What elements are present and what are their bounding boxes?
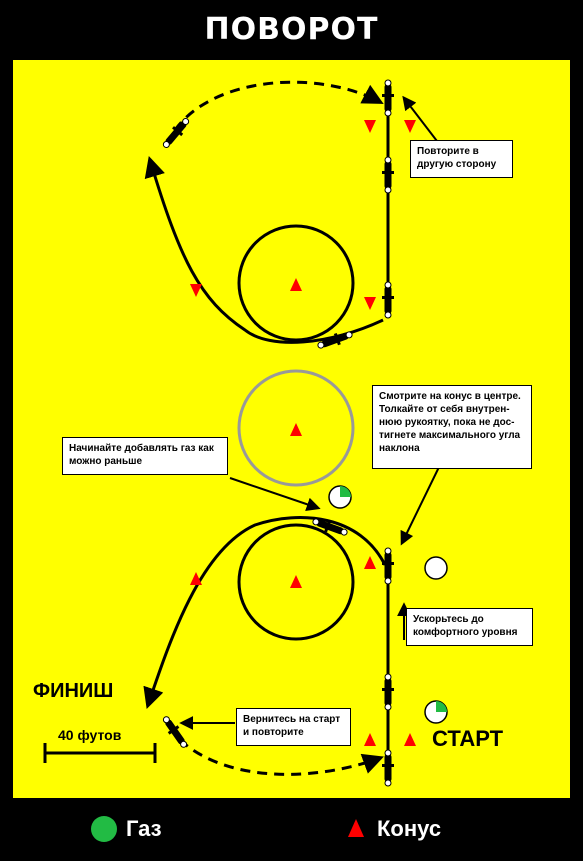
cone-top-lane xyxy=(364,297,376,310)
path-bottom-turn xyxy=(143,516,387,709)
cone-start-right xyxy=(404,733,416,746)
turn-circle-middle xyxy=(237,369,355,487)
note-add-throttle: Начинайте добавлять газ как можно раньше xyxy=(62,437,228,475)
motorcycle-return xyxy=(159,713,191,751)
path-top-dashed xyxy=(173,80,384,131)
scale-label: 40 футов xyxy=(58,727,122,743)
note-accelerate: Ускорьтесь до комфортного уровня xyxy=(406,608,533,646)
motorcycle-bottom-lane xyxy=(381,673,395,711)
cone-center-bottom xyxy=(290,575,302,588)
start-label: СТАРТ xyxy=(432,726,504,751)
motorcycle-bottom-lean xyxy=(381,547,395,585)
cone-start-left xyxy=(364,733,376,746)
cone-center-middle xyxy=(290,423,302,436)
note-repeat-other-side: Повторите в другую сторону xyxy=(410,140,513,178)
cone-center-top xyxy=(290,278,302,291)
arrow-look-cone xyxy=(400,464,441,546)
arrow-throttle xyxy=(229,477,321,512)
throttle-legend-icon xyxy=(91,816,117,842)
motorcycle-top-entry xyxy=(381,79,395,117)
cone-top-left xyxy=(364,120,376,133)
throttle-gauge-turn xyxy=(328,485,352,509)
cone-top-outer xyxy=(190,284,202,297)
motorcycle-start xyxy=(381,749,395,787)
legend-cone-label: Конус xyxy=(377,816,442,841)
motorcycle-top-lane xyxy=(381,156,395,194)
turn-circle-top xyxy=(237,224,355,342)
path-bottom-dashed xyxy=(178,738,384,776)
cone-legend-icon xyxy=(348,819,364,837)
legend: Газ Конус xyxy=(0,798,583,861)
throttle-gauge-start xyxy=(424,700,448,724)
scale-bar xyxy=(43,743,157,763)
turn-circle-bottom xyxy=(237,523,355,641)
throttle-gauge-empty xyxy=(424,556,448,580)
page-title: ПОВОРОТ xyxy=(204,12,379,47)
path-top-turn xyxy=(144,155,384,344)
arrow-repeat xyxy=(402,95,441,146)
legend-throttle-label: Газ xyxy=(126,816,162,841)
motorcycle-top-lean xyxy=(381,281,395,319)
cone-top-right xyxy=(404,120,416,133)
finish-label: ФИНИШ xyxy=(33,680,114,702)
note-look-at-cone: Смотрите на конус в центре. Толкайте от … xyxy=(372,385,532,469)
cone-bottom-lane xyxy=(364,556,376,569)
note-return-start: Вернитесь на старт и повторите xyxy=(236,708,351,746)
motorcycle-top-exit xyxy=(159,114,193,152)
